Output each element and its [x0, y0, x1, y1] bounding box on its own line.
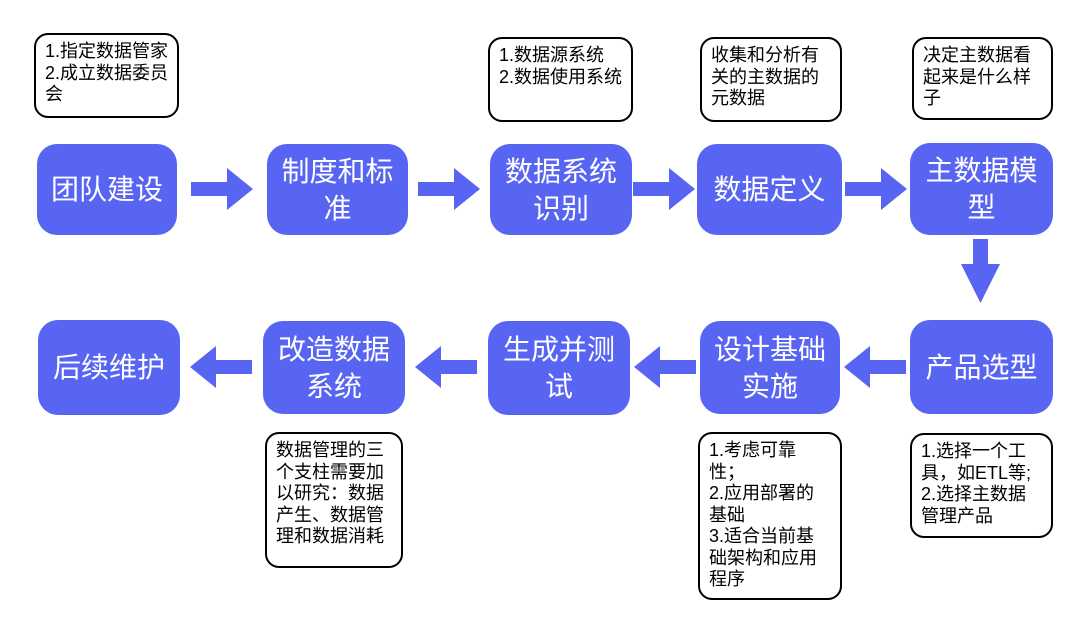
step-infrastructure-design: 设计基础实施: [700, 321, 840, 414]
arrow-right-icon: [845, 168, 907, 210]
note-system-identification: 1.数据源系统 2.数据使用系统: [488, 37, 633, 122]
note-line: 数据管理的三个支柱需要加以研究：数据产生、数据管理和数据消耗: [276, 440, 384, 546]
note-line: 3.适合当前基础架构和应用程序: [709, 526, 817, 589]
note-line: 1.指定数据管家: [45, 41, 169, 61]
note-infrastructure-design: 1.考虑可靠性； 2.应用部署的基础 3.适合当前基础架构和应用程序: [698, 432, 842, 600]
arrow-left-icon: [844, 346, 906, 388]
step-product-selection: 产品选型: [910, 320, 1053, 414]
note-transform-systems: 数据管理的三个支柱需要加以研究：数据产生、数据管理和数据消耗: [265, 432, 403, 568]
arrow-right-icon: [418, 168, 480, 210]
note-line: 收集和分析有关的主数据的元数据: [711, 45, 819, 108]
note-line: 2.选择主数据管理产品: [921, 484, 1027, 526]
note-line: 决定主数据看起来是什么样子: [923, 45, 1031, 108]
step-system-identification: 数据系统识别: [490, 144, 632, 235]
step-data-definition: 数据定义: [697, 144, 842, 235]
step-maintenance: 后续维护: [38, 320, 180, 415]
note-line: 2.数据使用系统: [499, 66, 623, 87]
arrow-left-icon: [190, 346, 252, 388]
arrow-down-icon: [961, 239, 1000, 303]
note-line: 2.应用部署的基础: [709, 483, 815, 525]
note-team-building: 1.指定数据管家 2.成立数据委员会: [34, 33, 179, 118]
note-line: 1.选择一个工具，如ETL等;: [921, 441, 1032, 483]
note-line: 1.数据源系统: [499, 45, 605, 65]
note-data-definition: 收集和分析有关的主数据的元数据: [700, 37, 842, 122]
step-team-building: 团队建设: [37, 144, 177, 235]
arrow-left-icon: [415, 346, 477, 388]
arrow-right-icon: [191, 168, 253, 210]
arrow-left-icon: [634, 346, 696, 388]
note-master-data-model: 决定主数据看起来是什么样子: [912, 37, 1053, 120]
note-product-selection: 1.选择一个工具，如ETL等; 2.选择主数据管理产品: [910, 433, 1053, 538]
step-standards: 制度和标准: [267, 144, 408, 235]
arrow-right-icon: [633, 168, 695, 210]
step-master-data-model: 主数据模型: [910, 143, 1053, 235]
note-line: 1.考虑可靠性；: [709, 440, 797, 482]
step-build-and-test: 生成并测试: [488, 321, 630, 415]
note-line: 2.成立数据委员会: [45, 62, 169, 105]
step-transform-systems: 改造数据系统: [263, 321, 405, 414]
